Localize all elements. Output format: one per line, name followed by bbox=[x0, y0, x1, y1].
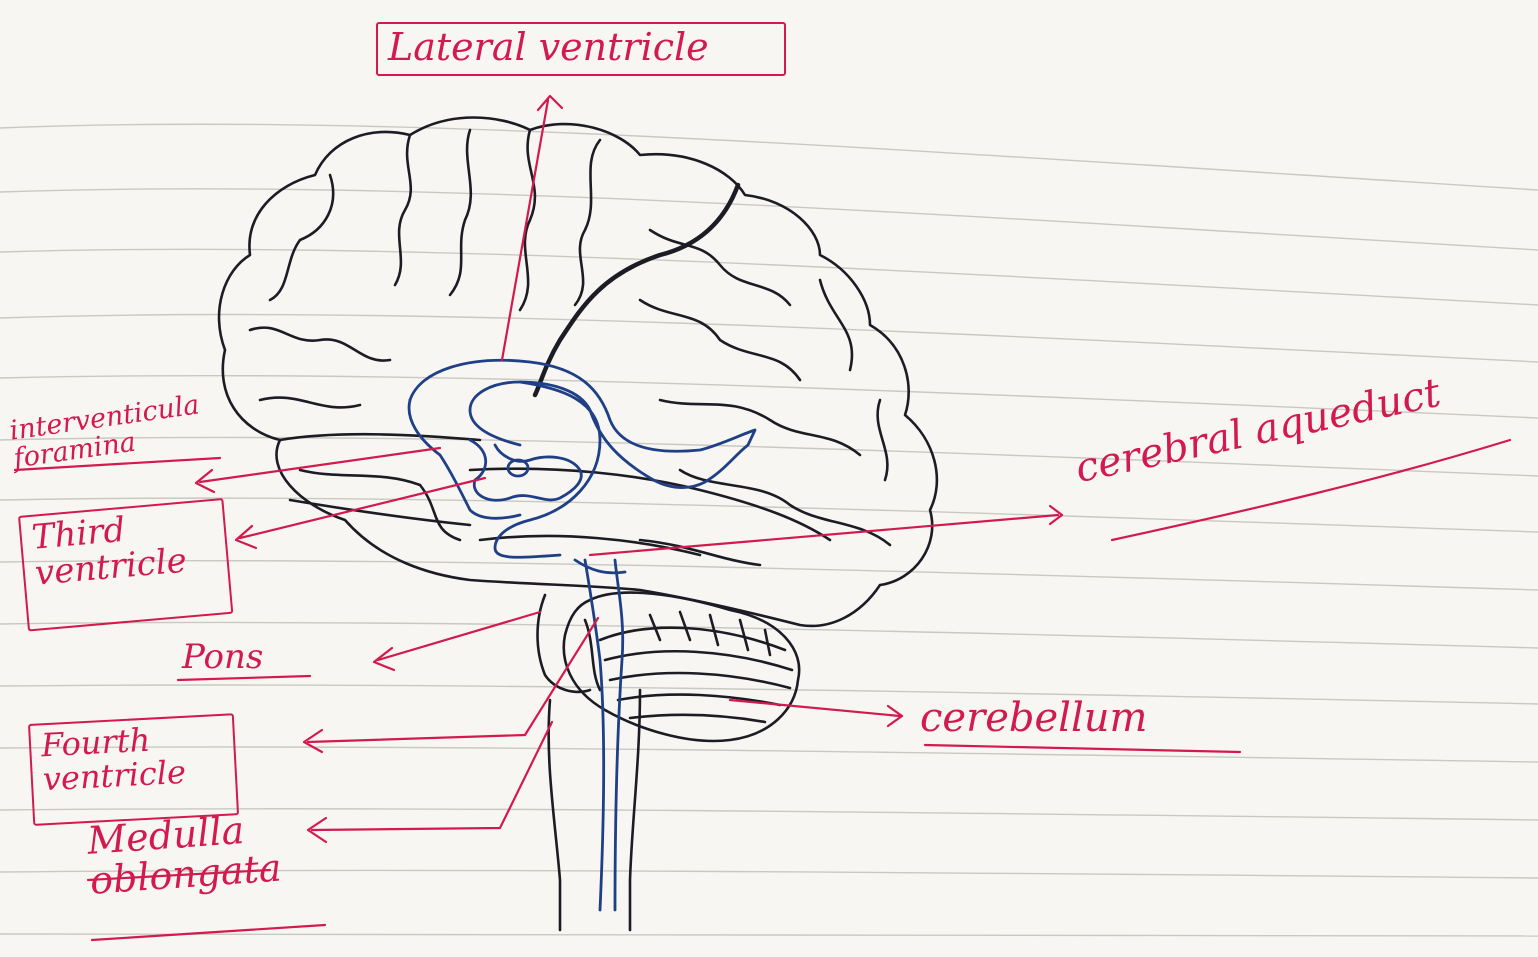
label-cerebellum-text: cerebellum bbox=[920, 695, 1147, 741]
label-pons-text: Pons bbox=[182, 637, 263, 677]
label-lateral-ventricle-text: Lateral ventricle bbox=[388, 25, 709, 69]
underline-cerebellum bbox=[925, 745, 1240, 752]
label-fourth-ventricle: Fourth ventricle bbox=[28, 713, 239, 826]
leader-fourth-ventricle bbox=[308, 618, 598, 742]
leader-cerebellum bbox=[730, 700, 900, 716]
cerebral-aqueduct-line bbox=[585, 560, 604, 910]
label-pons: Pons bbox=[182, 640, 263, 674]
leader-third-ventricle bbox=[240, 478, 485, 538]
hindbrain-drawing bbox=[538, 593, 800, 930]
leader-pons bbox=[378, 612, 540, 660]
leader-lateral-ventricle bbox=[502, 100, 548, 360]
label-lateral-ventricle: Lateral ventricle bbox=[376, 22, 786, 76]
leader-cerebral-aqueduct bbox=[590, 515, 1058, 555]
label-fourth-ventricle-line2: ventricle bbox=[42, 753, 226, 796]
cerebrum-outline bbox=[219, 118, 937, 626]
underline-oblongata bbox=[92, 925, 325, 940]
label-medulla-oblongata: Medulla oblongata bbox=[86, 809, 283, 902]
lateral-ventricle-shape bbox=[410, 360, 755, 487]
label-cerebellum: cerebellum bbox=[920, 698, 1147, 738]
brain-drawing bbox=[219, 118, 937, 626]
label-third-ventricle: Third ventricle bbox=[18, 498, 233, 632]
leader-interventricular bbox=[200, 448, 440, 482]
arrow-lateral-ventricle bbox=[538, 96, 562, 110]
fourth-ventricle-line bbox=[615, 560, 623, 910]
